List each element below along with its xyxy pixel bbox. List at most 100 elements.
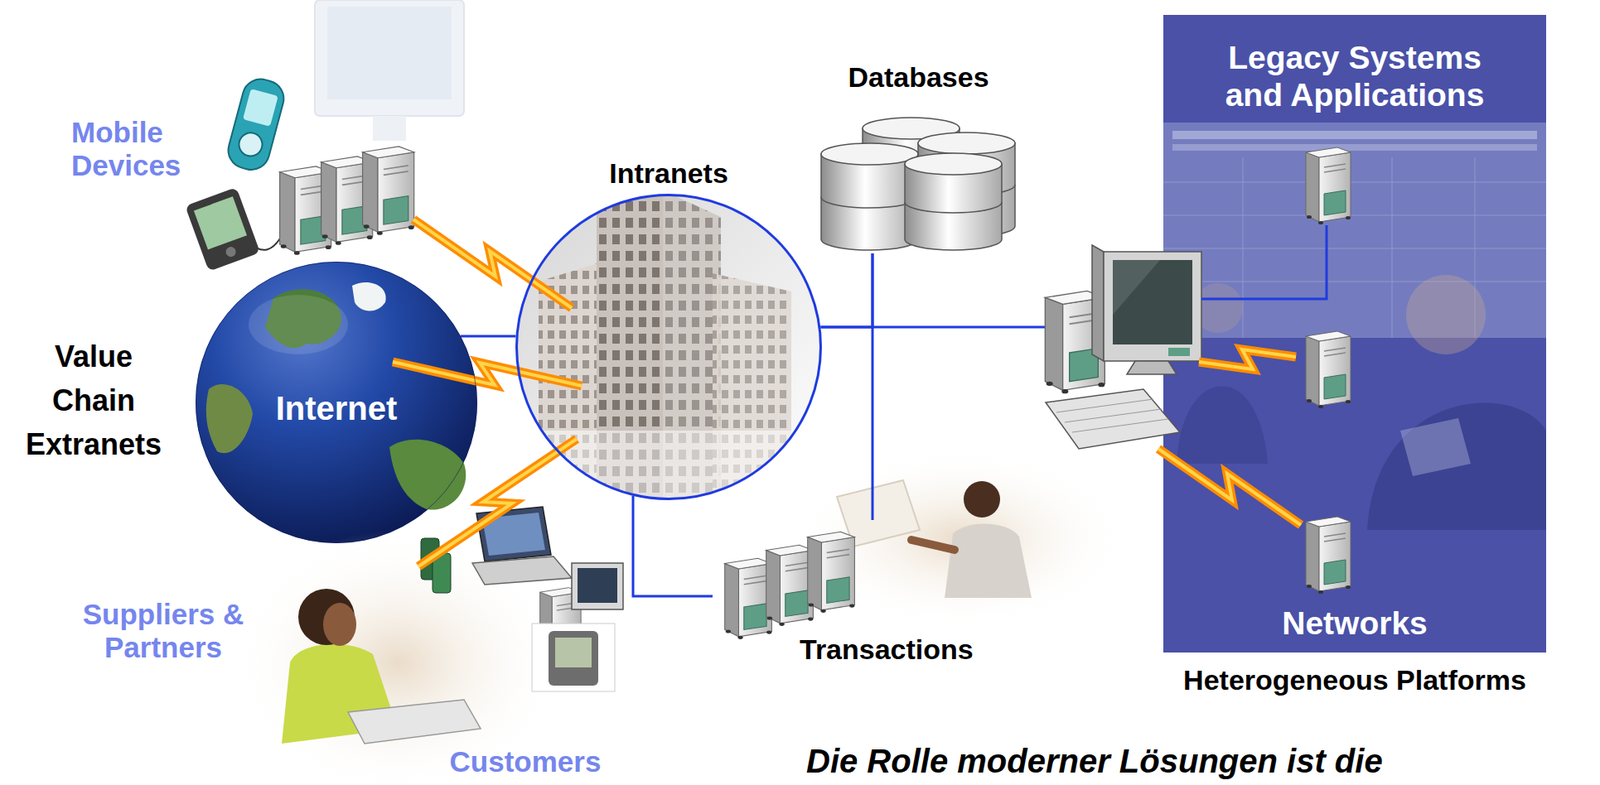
workstation — [1072, 419, 1169, 433]
circle-outline — [515, 193, 822, 501]
lightning-bolts — [413, 219, 572, 309]
circle-outline — [196, 262, 478, 544]
customer-devices — [472, 556, 572, 585]
lightning-bolts — [1198, 349, 1296, 370]
mobile-phone — [242, 88, 279, 127]
database-group: Databases — [816, 61, 1025, 254]
mobile-phone — [224, 75, 289, 175]
transaction-server-icons — [807, 531, 856, 614]
network-servers — [1305, 517, 1351, 595]
workstation — [1044, 245, 1202, 450]
device-label: Mobile Devices — [71, 116, 221, 184]
legacy-panel-picture — [1176, 386, 1268, 465]
legacy-panel-picture — [1406, 275, 1486, 355]
workstation — [1168, 348, 1190, 357]
mobile-phone — [224, 75, 289, 175]
legacy-panel-picture — [1163, 182, 1547, 184]
legacy-panel-picture — [1400, 418, 1471, 477]
platform-heading: Heterogeneous Platforms — [1126, 664, 1583, 697]
workstation — [1126, 361, 1177, 375]
lightning-bolts — [392, 362, 582, 387]
office-photo — [963, 481, 1001, 518]
pda-device — [184, 187, 281, 272]
background-monitor — [314, 0, 465, 141]
legacy-panel-picture — [1172, 144, 1538, 151]
customer-devices — [531, 623, 615, 692]
connector-line — [820, 253, 873, 328]
connector-line — [633, 496, 713, 597]
network-servers — [1201, 147, 1351, 595]
customer-devices — [571, 563, 624, 610]
transaction-server-icons — [725, 531, 856, 640]
office-building — [513, 430, 829, 514]
legacy-panel-picture — [1172, 130, 1538, 140]
customer-photo — [348, 700, 481, 745]
internet-globe: Internet — [195, 261, 478, 544]
workstation — [1056, 399, 1169, 433]
mobile-phone — [236, 130, 265, 159]
pda-device — [224, 245, 237, 258]
legacy-panel-picture — [1163, 157, 1547, 339]
caption-text: Die Rolle moderner Lösungen ist die — [806, 742, 1383, 781]
customer-devices — [420, 507, 624, 692]
office-building — [513, 190, 829, 514]
pda-device — [184, 187, 261, 272]
lightning-bolts — [392, 362, 582, 387]
background-monitor — [314, 0, 465, 117]
background-monitor — [327, 6, 452, 100]
connector-line — [871, 253, 875, 521]
transaction-servers: Transactions — [712, 520, 1036, 670]
customer-devices — [548, 631, 599, 687]
database-cylinders — [821, 143, 919, 165]
network-heading: Intranets — [515, 157, 822, 190]
network-name: Internet — [195, 389, 478, 428]
mobile-servers — [362, 146, 415, 236]
group-label: Value Chain Extranets — [14, 334, 173, 467]
legacy-panel-picture — [1367, 403, 1547, 531]
database-cylinders — [821, 117, 1016, 251]
customer-photo — [323, 603, 357, 647]
lightning-bolts — [1158, 449, 1301, 526]
network-servers — [1305, 331, 1351, 409]
legacy-panel-picture — [1163, 14, 1547, 653]
database-cylinders — [918, 132, 1016, 155]
legacy-panel-picture — [1163, 281, 1547, 283]
panel-label: Networks — [1163, 605, 1547, 643]
database-heading: Databases — [816, 61, 1021, 94]
lightning-bolts — [1158, 449, 1301, 526]
office-photo — [911, 540, 955, 551]
globe-picture — [389, 439, 466, 511]
legacy-panel-picture — [1392, 157, 1393, 339]
workstation — [1092, 245, 1104, 362]
customer-devices — [555, 638, 592, 668]
server-label: Transactions — [799, 633, 1032, 667]
group-label: Suppliers & Partners — [55, 598, 271, 666]
workstation — [1112, 260, 1193, 345]
lightning-bolts — [418, 439, 577, 567]
office-photo — [944, 524, 1032, 599]
globe-picture — [195, 261, 478, 544]
connector-line — [460, 335, 516, 339]
mobile-servers — [280, 146, 415, 256]
legacy-panel-picture — [1163, 122, 1547, 339]
lightning-bolts — [413, 219, 572, 309]
globe-picture — [352, 282, 387, 311]
customer-devices — [577, 568, 618, 604]
legacy-panel: Legacy Systems and ApplicationsNetworksH… — [1163, 14, 1550, 653]
database-cylinders — [904, 202, 1002, 213]
database-cylinders — [821, 197, 919, 208]
workstation — [1112, 260, 1161, 315]
group-label: Customers — [442, 745, 609, 779]
lightning-bolts — [418, 439, 577, 567]
workstation — [1103, 251, 1202, 362]
globe-picture — [195, 261, 478, 544]
lightning-bolts — [1158, 349, 1301, 526]
database-cylinders — [904, 153, 1002, 175]
globe-picture — [206, 384, 253, 454]
legacy-panel-picture — [1163, 248, 1547, 250]
database-cylinders — [821, 154, 919, 251]
transaction-server-icons — [725, 558, 773, 640]
panel-heading: Legacy Systems and Applications — [1209, 39, 1500, 115]
lightning-bolts — [1198, 349, 1296, 370]
workstation — [1045, 389, 1180, 450]
